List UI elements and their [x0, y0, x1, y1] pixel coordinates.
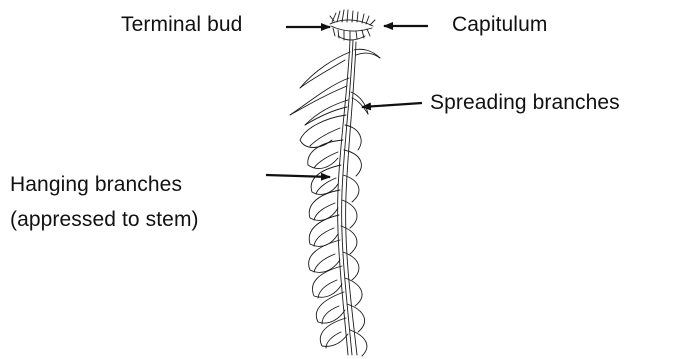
spreading-branches-arrow [362, 103, 422, 107]
plant-stem-and-branches [290, 10, 380, 356]
terminal-bud-label: Terminal bud [121, 12, 242, 38]
capitulum-label: Capitulum [452, 12, 547, 38]
hanging-branches-label: Hanging branches [10, 172, 182, 198]
hanging-branches-sublabel: (appressed to stem) [10, 207, 199, 233]
hanging-branches-arrow [266, 175, 330, 177]
spreading-branches-label: Spreading branches [430, 90, 620, 116]
capitulum-flower-head [330, 10, 375, 40]
